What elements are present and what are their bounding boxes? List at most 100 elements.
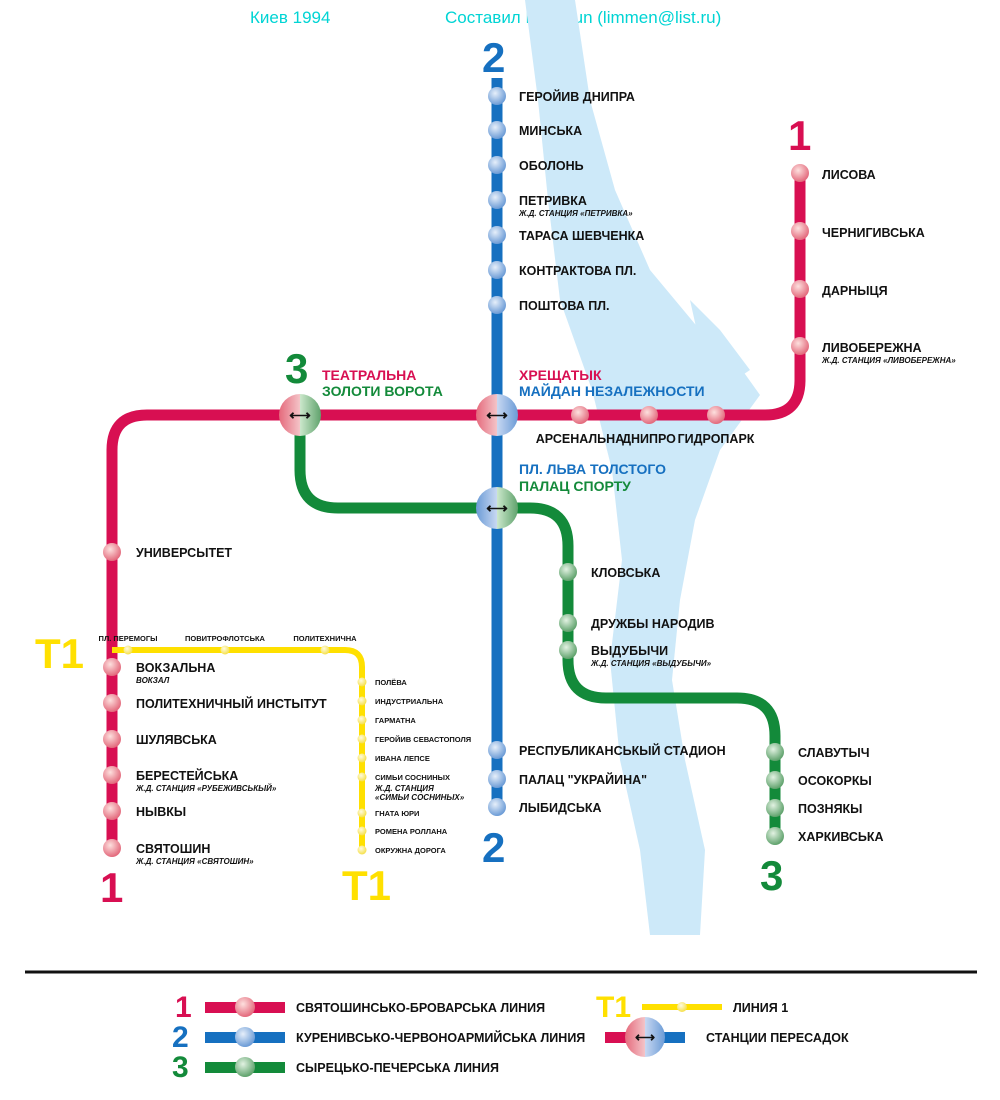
station-marker[interactable] — [488, 226, 506, 244]
station-marker[interactable] — [766, 827, 784, 845]
station[interactable]: ОКРУЖНА ДОРОГА — [357, 845, 447, 856]
station-marker[interactable] — [766, 771, 784, 789]
station-marker[interactable] — [103, 543, 121, 561]
station-marker[interactable] — [488, 156, 506, 174]
station[interactable]: КОНТРАКТОВА ПЛ. — [488, 261, 636, 279]
line-1-number-top: 1 — [788, 112, 811, 159]
station-marker[interactable] — [123, 645, 133, 655]
station[interactable]: МИНСЬКА — [488, 121, 582, 139]
station[interactable]: ГЕРОЙИВ ДНИПРА — [488, 87, 635, 105]
station-marker[interactable] — [357, 826, 367, 836]
station-marker[interactable] — [791, 164, 809, 182]
station[interactable]: НЫВКЫ — [103, 802, 186, 820]
station[interactable]: ИНДУСТРИАЛЬНА — [357, 696, 444, 707]
station-marker[interactable] — [707, 406, 725, 424]
station[interactable]: ПОЛИТЕХНИЧНА — [293, 634, 357, 655]
station-note: «СИМЬИ СОСНИНЫХ» — [375, 793, 465, 802]
transfer-station[interactable]: ⟷ — [279, 394, 321, 436]
station-marker[interactable] — [357, 808, 367, 818]
station[interactable]: ОБОЛОНЬ — [488, 156, 584, 174]
station[interactable]: ПОЗНЯКЫ — [766, 799, 862, 817]
transfer-marker[interactable] — [279, 394, 321, 436]
station-marker[interactable] — [571, 406, 589, 424]
station-marker[interactable] — [766, 799, 784, 817]
station-marker[interactable] — [488, 296, 506, 314]
station-marker[interactable] — [103, 839, 121, 857]
line-3-number-top: 3 — [285, 345, 308, 392]
station[interactable]: ПЛ. ПЕРЕМОГЫ — [99, 634, 158, 655]
station-name: СВЯТОШИН — [136, 842, 210, 856]
station[interactable]: ИВАНА ЛЕПСЕ — [357, 753, 430, 764]
station[interactable]: ПОВИТРОФЛОТСЬКА — [185, 634, 266, 655]
station-marker[interactable] — [357, 753, 367, 763]
station-marker[interactable] — [488, 770, 506, 788]
station-marker[interactable] — [488, 121, 506, 139]
station-marker[interactable] — [357, 845, 367, 855]
station[interactable]: РОМЕНА РОЛЛАНА — [357, 826, 448, 837]
station[interactable]: УНИВЕРСЫТЕТ — [103, 543, 232, 561]
station-marker[interactable] — [357, 677, 367, 687]
station-marker[interactable] — [488, 87, 506, 105]
station[interactable]: ЛИСОВА — [791, 164, 876, 182]
station-marker[interactable] — [357, 734, 367, 744]
station[interactable]: ОСОКОРКЫ — [766, 771, 872, 789]
station-marker[interactable] — [357, 696, 367, 706]
station[interactable]: ПАЛАЦ "УКРАЙИНА" — [488, 770, 647, 788]
station[interactable]: СЛАВУТЫЧ — [766, 743, 870, 761]
station[interactable]: ГИДРОПАРК — [678, 406, 755, 446]
station-marker[interactable] — [103, 766, 121, 784]
station[interactable]: ШУЛЯВСЬКА — [103, 730, 217, 748]
transfer-marker[interactable] — [476, 487, 518, 529]
station[interactable]: ЛЫБИДСЬКА — [488, 798, 602, 816]
station[interactable]: ГЕРОЙИВ СЕВАСТОПОЛЯ — [357, 734, 472, 745]
station-marker[interactable] — [103, 694, 121, 712]
station-marker[interactable] — [766, 743, 784, 761]
station[interactable]: ДНИПРО — [622, 406, 676, 446]
station-marker[interactable] — [791, 222, 809, 240]
station-marker[interactable] — [103, 658, 121, 676]
station-name: ЛЫБИДСЬКА — [519, 801, 602, 815]
station-name: РОМЕНА РОЛЛАНА — [375, 827, 448, 836]
station[interactable]: ТАРАСА ШЕВЧЕНКА — [488, 226, 644, 244]
station-marker[interactable] — [559, 614, 577, 632]
station-marker[interactable] — [488, 191, 506, 209]
station-marker[interactable] — [488, 261, 506, 279]
station[interactable]: ПОШТОВА ПЛ. — [488, 296, 609, 314]
station-marker[interactable] — [357, 715, 367, 725]
station-marker[interactable] — [791, 280, 809, 298]
station[interactable]: ПОЛИТЕХНИЧНЫЙ ИНСТЫТУТ — [103, 694, 327, 712]
station[interactable]: ПОЛЁВА — [357, 677, 408, 688]
station[interactable]: ГАРМАТНА — [357, 715, 417, 726]
transfer-station[interactable]: ⟷ — [476, 394, 518, 436]
transfer-marker[interactable] — [476, 394, 518, 436]
station[interactable]: РЕСПУБЛИКАНСЬКЫЙ СТАДИОН — [488, 741, 726, 759]
station[interactable]: ЧЕРНИГИВСЬКА — [791, 222, 925, 240]
station-marker[interactable] — [357, 772, 367, 782]
t1-number-bottom: T1 — [342, 862, 391, 909]
station-marker[interactable] — [103, 730, 121, 748]
station[interactable]: ДАРНЫЦЯ — [791, 280, 888, 298]
station-marker[interactable] — [640, 406, 658, 424]
station-marker[interactable] — [320, 645, 330, 655]
station-marker[interactable] — [103, 802, 121, 820]
station-marker[interactable] — [220, 645, 230, 655]
station[interactable]: КЛОВСЬКА — [559, 563, 660, 581]
station[interactable]: ГНАТА ЮРИ — [357, 808, 420, 819]
map-credit[interactable]: Составил Metrofun (limmen@list.ru) — [445, 8, 721, 27]
station-marker[interactable] — [791, 337, 809, 355]
station-marker[interactable] — [488, 798, 506, 816]
station[interactable]: ДРУЖБЫ НАРОДИВ — [559, 614, 715, 632]
station[interactable]: АРСЕНАЛЬНА — [536, 406, 624, 446]
station-marker[interactable] — [488, 741, 506, 759]
station-marker[interactable] — [559, 641, 577, 659]
station-marker[interactable] — [559, 563, 577, 581]
transfer-station[interactable]: ⟷ — [476, 487, 518, 529]
station[interactable]: ХАРКИВСЬКА — [766, 827, 884, 845]
